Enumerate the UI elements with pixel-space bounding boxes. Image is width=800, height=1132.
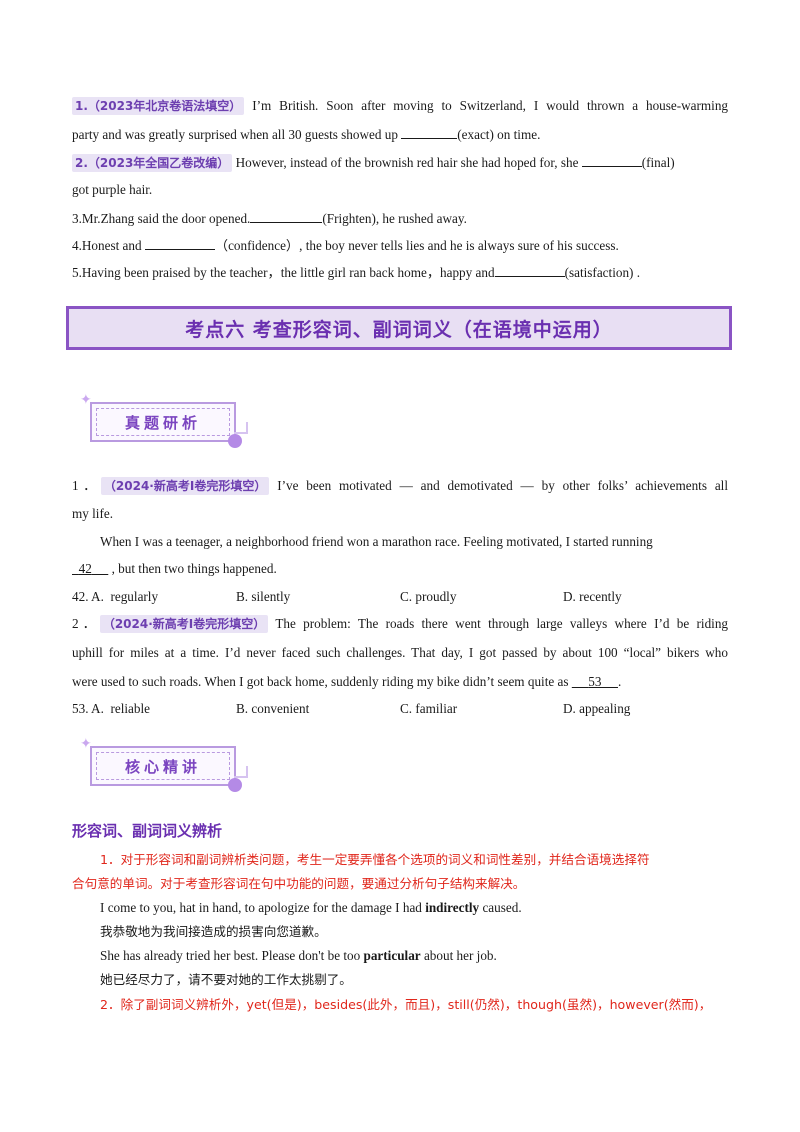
e1-paragraph-end-text: , but then two things happened. bbox=[111, 561, 277, 576]
e2-line-1: 2．（2024·新高考Ⅰ卷完形填空） The problem: The road… bbox=[72, 614, 728, 634]
q4-line: 4.Honest and （confidence）, the boy never… bbox=[72, 235, 728, 256]
e1-option-d: D. recently bbox=[563, 589, 622, 604]
sparkle-icon: ✦ bbox=[80, 392, 92, 408]
note-1-line-1: 1．对于形容词和副词辨析类问题，考生一定要弄懂各个选项的词义和词性差别，并结合语… bbox=[100, 852, 650, 867]
e1-blank-42: 42 bbox=[72, 561, 108, 576]
e2-option-c: C. familiar bbox=[400, 701, 458, 716]
q2-blank bbox=[581, 152, 642, 167]
q4-blank bbox=[144, 235, 215, 250]
e2-text-c: were used to such roads. When I got back… bbox=[72, 674, 572, 689]
q4-text-end: （confidence）, the boy never tells lies a… bbox=[214, 238, 619, 253]
e1-options-label: 42. A. bbox=[72, 589, 104, 604]
e2-source-tag: （2024·新高考Ⅰ卷完形填空） bbox=[99, 615, 269, 633]
e2-line-3: were used to such roads. When I got back… bbox=[72, 672, 728, 692]
e1-option-a: 42. A. regularly bbox=[72, 587, 158, 607]
e2-option-b: B. convenient bbox=[236, 701, 310, 716]
q2-text: However, instead of the brownish red hai… bbox=[235, 155, 582, 170]
example-2-text-end: about her job. bbox=[420, 948, 497, 963]
sparkle-icon: ✦ bbox=[80, 736, 92, 752]
e2-option-a-text: reliable bbox=[110, 701, 151, 716]
e1-source-tag: （2024·新高考Ⅰ卷完形填空） bbox=[100, 477, 270, 495]
example-1-en: I come to you, hat in hand, to apologize… bbox=[100, 898, 756, 918]
e1-line-1: 1．（2024·新高考Ⅰ卷完形填空） I’ve been motivated —… bbox=[72, 476, 728, 496]
note-1-line-2: 合句意的单词。对于考查形容词在句中功能的问题，要通过分析句子结构来解决。 bbox=[72, 876, 526, 891]
badge-tail-decoration bbox=[234, 422, 248, 434]
q3-line: 3.Mr.Zhang said the door opened. (Frighte… bbox=[72, 208, 728, 229]
q5-blank bbox=[494, 262, 565, 277]
e1-option-b: B. silently bbox=[236, 589, 291, 604]
e1-blank-number: 42 bbox=[78, 561, 92, 576]
badge-label: 核心精讲 bbox=[124, 757, 201, 776]
q1-source-tag: 1.（2023年北京卷语法填空） bbox=[72, 97, 245, 115]
example-1-cn: 我恭敬地为我间接造成的损害向您道歉。 bbox=[100, 924, 327, 939]
q4-text: 4.Honest and bbox=[72, 238, 145, 253]
banner-title: 考点六 考查形容词、副词词义（在语境中运用） bbox=[185, 318, 613, 341]
badge-dot-decoration bbox=[228, 778, 242, 792]
q2-text-end: (final) bbox=[641, 155, 675, 170]
q2-source-tag: 2.（2023年全国乙卷改编） bbox=[72, 154, 233, 172]
e2-blank-53: 53 bbox=[572, 674, 618, 689]
e2-text: The problem: The roads there went throug… bbox=[275, 616, 729, 631]
q1-text-b: party and was greatly surprised when all… bbox=[72, 127, 402, 142]
example-2-keyword: particular bbox=[363, 948, 421, 963]
e1-option-a-text: regularly bbox=[110, 589, 159, 604]
e2-options-label: 53. A. bbox=[72, 701, 104, 716]
example-2-text: She has already tried her best. Please d… bbox=[100, 948, 364, 963]
q2-line-1: 2.（2023年全国乙卷改编） However, instead of the … bbox=[72, 152, 728, 173]
e1-paragraph-end: 42 , but then two things happened. bbox=[72, 559, 728, 579]
badge-hexin: ✦ 核心精讲 bbox=[80, 736, 248, 792]
e2-text-c-end: . bbox=[617, 674, 622, 689]
q1-text: I’m British. Soon after moving to Switze… bbox=[252, 98, 729, 113]
e1-paragraph: When I was a teenager, a neighborhood fr… bbox=[100, 534, 653, 549]
section-heading: 形容词、副词词义辨析 bbox=[72, 822, 223, 840]
example-1-text: I come to you, hat in hand, to apologize… bbox=[100, 900, 426, 915]
e2-blank-number: 53 bbox=[588, 674, 602, 689]
e1-line-2: my life. bbox=[72, 506, 114, 521]
e1-text: I’ve been motivated — and demotivated — … bbox=[277, 478, 729, 493]
note-2-line-1: 2．除了副词词义辨析外，yet(但是)，besides(此外，而且)，still… bbox=[100, 997, 712, 1012]
q3-text-end: (Frighten), he rushed away. bbox=[322, 211, 467, 226]
e2-option-d: D. appealing bbox=[563, 701, 631, 716]
q5-line: 5.Having been praised by the teacher，the… bbox=[72, 262, 728, 283]
example-2-cn: 她已经尽力了，请不要对她的工作太挑剔了。 bbox=[100, 972, 352, 987]
badge-inner: 核心精讲 bbox=[96, 752, 230, 780]
badge-zhenti: ✦ 真题研析 bbox=[80, 392, 248, 448]
q1-text-b-end: (exact) on time. bbox=[457, 127, 541, 142]
badge-inner: 真题研析 bbox=[96, 408, 230, 436]
q5-text-end: (satisfaction) . bbox=[564, 265, 641, 280]
badge-label: 真题研析 bbox=[124, 413, 201, 432]
badge-dot-decoration bbox=[228, 434, 242, 448]
e1-option-c: C. proudly bbox=[400, 589, 457, 604]
e2-number: 2． bbox=[72, 616, 100, 631]
q1-blank bbox=[401, 124, 458, 139]
q5-text: 5.Having been praised by the teacher，the… bbox=[72, 265, 495, 280]
q3-blank bbox=[250, 208, 323, 223]
e2-option-a: 53. A. reliable bbox=[72, 699, 150, 719]
example-2-en: She has already tried her best. Please d… bbox=[100, 946, 756, 966]
q3-text: 3.Mr.Zhang said the door opened. bbox=[72, 211, 251, 226]
q1-line-2: party and was greatly surprised when all… bbox=[72, 124, 728, 145]
q2-line-2: got purple hair. bbox=[72, 182, 153, 197]
e2-line-2: uphill for miles at a time. I’d never fa… bbox=[72, 645, 728, 660]
e1-number: 1． bbox=[72, 478, 101, 493]
badge-tail-decoration bbox=[234, 766, 248, 778]
q1-line-1: 1.（2023年北京卷语法填空） I’m British. Soon after… bbox=[72, 96, 728, 116]
example-1-text-end: caused. bbox=[479, 900, 522, 915]
section-banner: 考点六 考查形容词、副词词义（在语境中运用） bbox=[66, 306, 732, 350]
example-1-keyword: indirectly bbox=[425, 900, 480, 915]
